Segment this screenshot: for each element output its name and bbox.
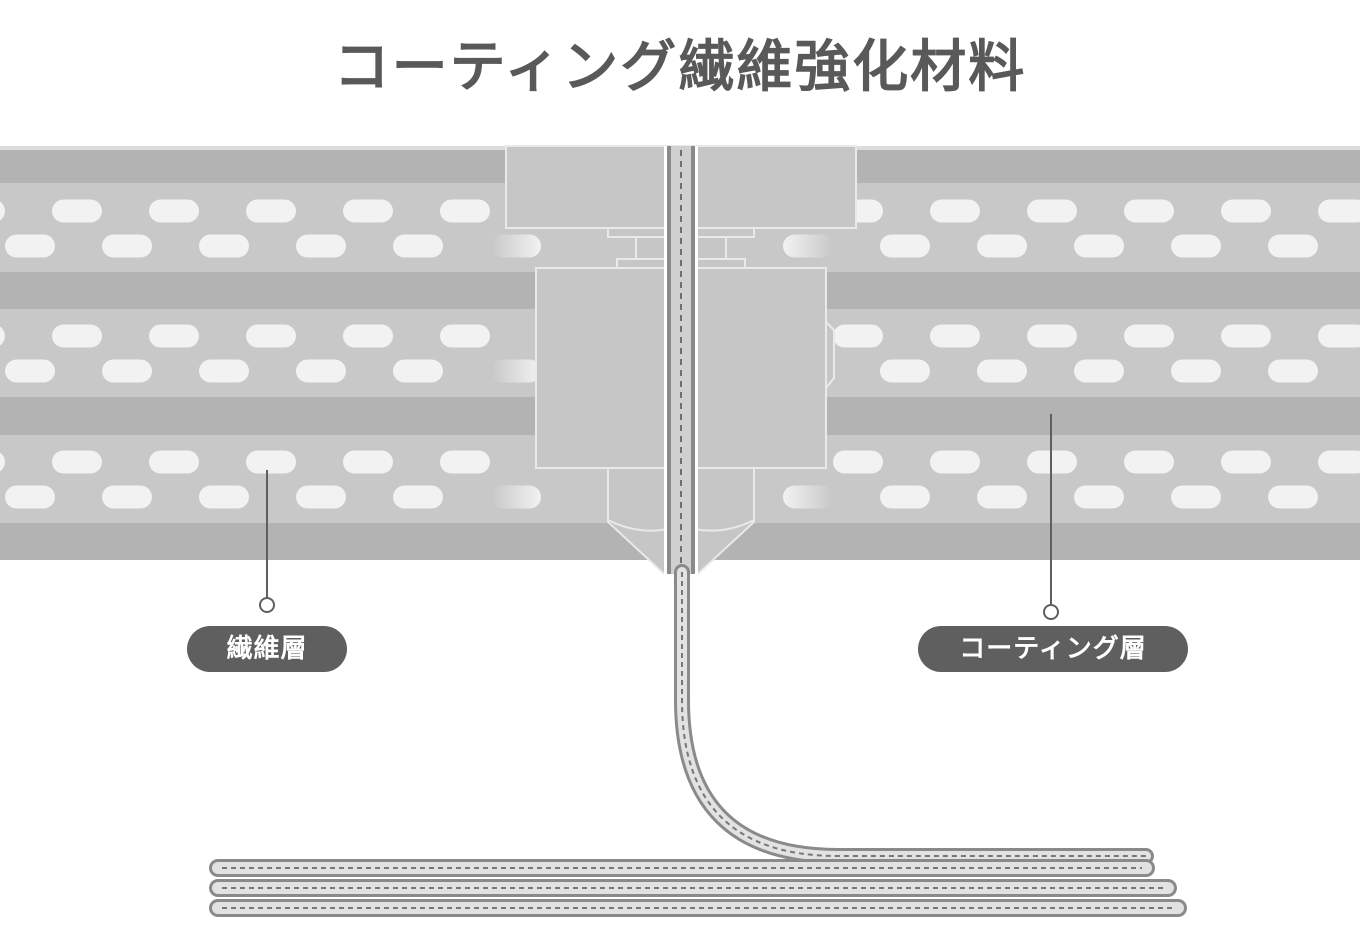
fiber-layer-leader bbox=[259, 470, 275, 613]
fiber-leader-dot-icon bbox=[259, 597, 275, 613]
fiber-capsule bbox=[1268, 359, 1318, 383]
fiber-capsule bbox=[393, 234, 443, 258]
filament-coating bbox=[677, 567, 1151, 861]
fiber-capsule bbox=[880, 485, 930, 509]
fiber-capsule bbox=[930, 450, 980, 474]
coating-leader-dot-icon bbox=[1043, 604, 1059, 620]
fiber-capsule bbox=[199, 234, 249, 258]
fiber-capsule bbox=[1221, 324, 1271, 348]
fiber-capsule bbox=[149, 450, 199, 474]
fiber-capsule bbox=[199, 485, 249, 509]
fiber-capsule bbox=[833, 450, 883, 474]
fiber-capsule bbox=[977, 234, 1027, 258]
fiber-capsule-faded bbox=[783, 234, 833, 258]
print-head bbox=[505, 145, 857, 584]
fiber-capsule bbox=[1124, 324, 1174, 348]
coating-layer-leader bbox=[1043, 414, 1059, 620]
fiber-capsule-faded bbox=[491, 359, 541, 383]
fiber-capsule bbox=[1171, 359, 1221, 383]
fiber-capsule bbox=[149, 324, 199, 348]
fiber-capsule bbox=[5, 485, 55, 509]
fiber-capsule bbox=[52, 199, 102, 223]
extruded-filament bbox=[674, 564, 1154, 864]
fiber-capsule bbox=[102, 234, 152, 258]
fiber-capsule bbox=[343, 450, 393, 474]
fiber-capsule bbox=[1074, 359, 1124, 383]
fiber-capsule bbox=[440, 324, 490, 348]
fiber-capsule bbox=[5, 234, 55, 258]
fiber-capsule bbox=[1027, 199, 1077, 223]
filament-fiber-core bbox=[681, 572, 1146, 857]
fiber-capsule bbox=[102, 485, 152, 509]
fiber-capsule bbox=[0, 326, 5, 346]
fiber-capsule bbox=[1221, 450, 1271, 474]
fiber-capsule bbox=[52, 450, 102, 474]
fiber-capsule bbox=[930, 324, 980, 348]
fiber-layer-label: 繊維層 bbox=[187, 626, 347, 672]
fiber-capsule bbox=[296, 485, 346, 509]
fiber-capsule bbox=[1027, 324, 1077, 348]
fiber-capsule bbox=[1268, 485, 1318, 509]
fiber-capsule bbox=[1171, 234, 1221, 258]
fiber-capsule bbox=[246, 324, 296, 348]
fiber-capsule bbox=[1318, 450, 1360, 474]
fiber-capsule bbox=[1318, 199, 1360, 223]
fiber-capsule bbox=[1318, 324, 1360, 348]
fiber-capsule bbox=[296, 359, 346, 383]
fiber-capsule-faded bbox=[491, 485, 541, 509]
fiber-capsule bbox=[343, 324, 393, 348]
fiber-capsule bbox=[296, 234, 346, 258]
fiber-capsule bbox=[0, 201, 5, 221]
fiber-capsule bbox=[52, 324, 102, 348]
fiber-capsule bbox=[977, 485, 1027, 509]
fiber-capsule bbox=[1221, 199, 1271, 223]
fiber-capsule bbox=[440, 450, 490, 474]
fiber-capsule bbox=[1074, 485, 1124, 509]
fiber-capsule bbox=[1074, 234, 1124, 258]
fiber-capsule bbox=[149, 199, 199, 223]
fiber-capsule bbox=[0, 452, 5, 472]
fiber-capsule bbox=[880, 234, 930, 258]
fiber-capsule bbox=[880, 359, 930, 383]
fiber-capsule bbox=[199, 359, 249, 383]
fiber-capsule bbox=[246, 450, 296, 474]
fiber-capsule bbox=[246, 199, 296, 223]
deposited-layers bbox=[209, 859, 1187, 917]
fiber-capsule bbox=[5, 359, 55, 383]
fiber-capsule bbox=[977, 359, 1027, 383]
fiber-capsule bbox=[1124, 199, 1174, 223]
fiber-capsule bbox=[393, 485, 443, 509]
fiber-capsule-faded bbox=[491, 234, 541, 258]
fiber-capsule bbox=[440, 199, 490, 223]
fiber-capsule bbox=[393, 359, 443, 383]
fiber-capsule bbox=[833, 324, 883, 348]
fiber-capsule bbox=[930, 199, 980, 223]
fiber-capsule bbox=[1171, 485, 1221, 509]
fiber-capsules bbox=[0, 199, 1360, 509]
fiber-capsule bbox=[343, 199, 393, 223]
fiber-capsule bbox=[1124, 450, 1174, 474]
fiber-capsule bbox=[102, 359, 152, 383]
fiber-capsule-faded bbox=[783, 485, 833, 509]
heater-connector bbox=[825, 319, 835, 391]
fiber-capsule bbox=[1268, 234, 1318, 258]
page-title: コーティング繊維強化材料 bbox=[333, 35, 1027, 100]
filament-outer bbox=[674, 564, 1154, 864]
coating-layer-label: コーティング層 bbox=[918, 626, 1188, 672]
